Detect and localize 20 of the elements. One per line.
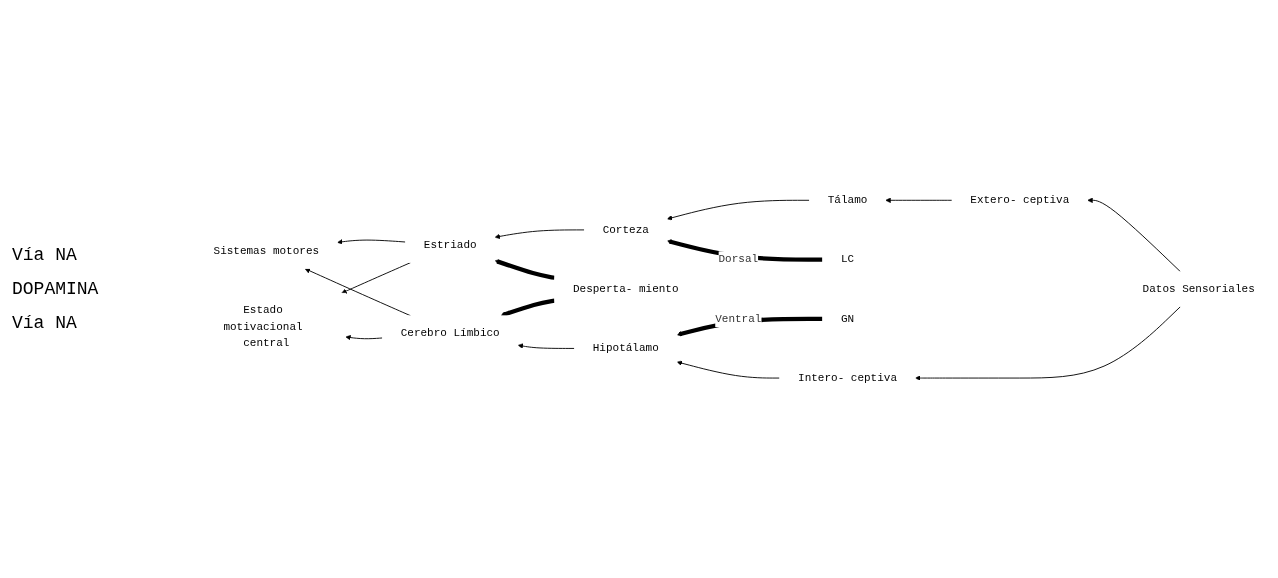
node-text: Extero- ceptiva: [970, 193, 1070, 206]
node-text: GN: [840, 312, 855, 325]
node-text: Estado motivacional central: [223, 303, 303, 350]
note-label: Vía NA: [12, 313, 78, 333]
edge-label: Ventral: [715, 312, 762, 325]
node-text: Cerebro Límbico: [400, 326, 500, 339]
edge-label: Dorsal: [718, 252, 759, 266]
node-text: Desperta- miento: [572, 282, 679, 295]
note-label: Vía NA: [12, 245, 78, 265]
node-text: Sistemas motores: [213, 244, 320, 257]
arrow: [500, 298, 555, 317]
node-text: Datos Sensoriales: [1142, 282, 1255, 295]
node-text: Tálamo: [827, 193, 868, 206]
node-text: Intero- ceptiva: [798, 371, 898, 384]
node-text: Hipotálamo: [592, 341, 659, 355]
note-label: DOPAMINA: [12, 279, 100, 299]
arrow: [494, 259, 555, 280]
node-text: Corteza: [602, 223, 649, 236]
node-text: LC: [840, 252, 855, 266]
node-text: Estriado: [423, 238, 477, 251]
